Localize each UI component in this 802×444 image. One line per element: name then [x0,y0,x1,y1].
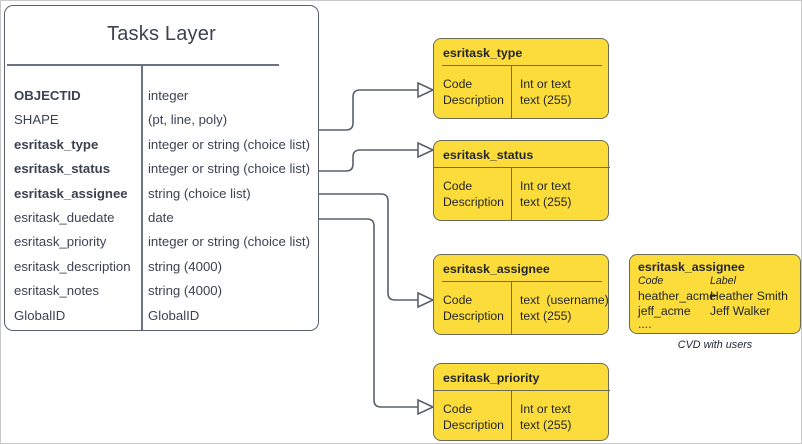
domain-box-esritask-type[interactable]: esritask_type Code Description Int or te… [433,38,609,119]
entity-tasks-layer[interactable]: Tasks Layer OBJECTID integer SHAPE (pt, … [4,5,319,331]
cvd-sample-box[interactable]: esritask_assignee Code Label heather_acm… [629,254,801,334]
domain-column-divider [511,167,513,220]
domain-right-cells: Int or text text (255) [520,402,572,433]
domain-left-cells: Code Description [443,77,504,108]
field-name: esritask_notes [14,283,100,299]
field-name: esritask_type [14,136,99,152]
table-row[interactable]: esritask_assignee string (choice list) [5,186,318,210]
cvd-row-code: jeff_acme [638,304,691,318]
domain-right-cells: Int or text text (255) [520,77,572,108]
connector-status [319,149,418,172]
arrowhead-type [417,81,435,99]
field-type: integer [148,88,189,103]
field-type: string (4000) [148,283,223,299]
cvd-caption: CVD with users [677,339,753,351]
domain-box-esritask-status[interactable]: esritask_status Code Description Int or … [433,140,610,221]
field-type: string (4000) [148,258,223,274]
domain-column-divider [511,390,513,440]
table-row[interactable]: esritask_status integer or string (choic… [5,161,318,185]
field-name: esritask_assignee [14,185,128,201]
field-type: integer or string (choice list) [148,161,310,177]
table-row[interactable]: esritask_priority integer or string (cho… [5,234,318,258]
field-name: esritask_status [14,161,111,177]
entity-title: Tasks Layer [107,23,216,45]
domain-title: esritask_type [443,46,523,60]
table-row[interactable]: esritask_notes string (4000) [5,283,318,307]
domain-title-divider [442,65,602,67]
cvd-title: esritask_assignee [638,260,745,274]
field-name: OBJECTID [14,88,81,103]
cvd-header-label: Label [710,275,736,287]
field-name: SHAPE [14,112,59,128]
field-type: (pt, line, poly) [148,112,228,128]
domain-title: esritask_priority [443,371,540,385]
table-row[interactable]: esritask_description string (4000) [5,259,318,283]
entity-title-divider [7,64,279,66]
field-name: esritask_duedate [14,209,115,225]
entity-column-divider [141,64,143,330]
field-name: esritask_description [14,258,131,274]
domain-box-esritask-assignee[interactable]: esritask_assignee Code Description text … [433,254,609,335]
field-name: esritask_priority [14,234,107,250]
table-row[interactable]: OBJECTID integer [5,88,318,112]
domain-title: esritask_assignee [443,262,550,276]
connector-priority [319,218,418,408]
domain-left-cells: Code Description [443,179,504,210]
table-row[interactable]: esritask_type integer or string (choice … [5,137,318,161]
domain-column-divider [511,281,513,334]
cvd-row-code: heather_acme [638,289,716,303]
entity-field-list: OBJECTID integer SHAPE (pt, line, poly) … [5,88,318,332]
table-row[interactable]: GlobalID GlobalID [5,308,318,332]
field-type: integer or string (choice list) [148,234,310,250]
field-type: date [148,209,174,225]
domain-title: esritask_status [443,148,534,162]
cvd-ellipsis: .... [638,317,652,331]
field-type: GlobalID [148,307,200,323]
table-row[interactable]: SHAPE (pt, line, poly) [5,112,318,136]
arrowhead-priority [417,398,435,416]
arrowhead-status [417,141,435,159]
arrowhead-assignee [417,291,435,309]
field-type: integer or string (choice list) [148,136,310,152]
domain-column-divider [511,65,513,118]
field-name: GlobalID [14,307,66,323]
domain-title-divider [442,281,602,283]
domain-title-divider [434,390,610,392]
connector-assignee [319,193,418,301]
cvd-row-label: Jeff Walker [710,304,771,318]
field-type: string (choice list) [148,185,251,201]
domain-right-cells: Int or text text (255) [520,179,572,210]
domain-right-cells: text (username) text (255) [520,293,609,324]
domain-left-cells: Code Description [443,402,504,433]
table-row[interactable]: esritask_duedate date [5,210,318,234]
domain-box-esritask-priority[interactable]: esritask_priority Code Description Int o… [433,363,610,441]
cvd-header-code: Code [638,275,664,287]
connector-type [319,89,418,131]
domain-left-cells: Code Description [443,293,504,324]
cvd-row-label: Heather Smith [710,289,788,303]
domain-title-divider [434,167,610,169]
